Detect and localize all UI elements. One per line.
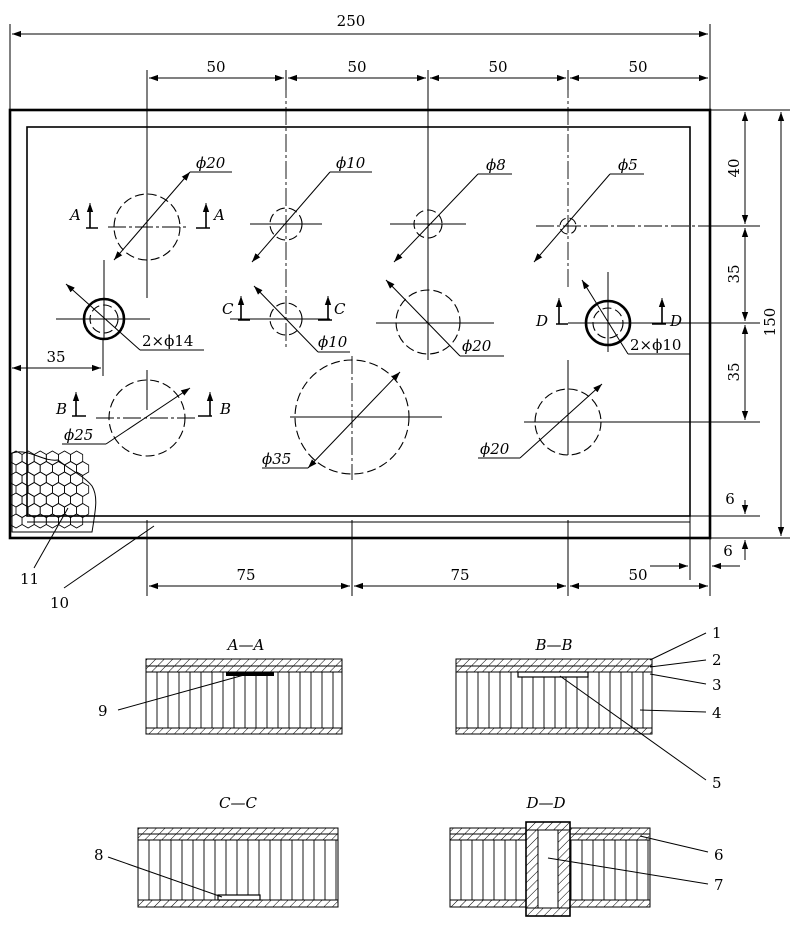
dim-left-offset: 35 [12,340,104,376]
dim-text-left-35: 35 [46,348,65,366]
plan-view: 250 50 50 50 50 [8,12,790,612]
dim-text-right-40: 40 [725,158,743,177]
mark-a-left: A [68,206,81,224]
callout-8: 8 [94,846,104,864]
callout-6: 6 [714,846,724,864]
label-phi20-bottom: ϕ20 [480,440,510,458]
label-phi8: ϕ8 [486,156,506,174]
section-aa-title: A—A [226,636,265,654]
mark-d-right: D [669,312,682,330]
section-bb: B—B 1 2 3 4 5 [455,624,722,792]
hole-phi10-top [269,207,303,241]
label-phi10-top: ϕ10 [336,154,366,172]
dim-right-rows: 40 35 35 150 [690,109,790,539]
callout-11: 11 [20,570,39,588]
dim-text-top-3: 50 [488,58,507,76]
label-phi20-top: ϕ20 [196,154,226,172]
dim-bottom-spacing: 75 75 50 [146,520,711,596]
section-marks: A A C C D D B B [55,203,682,418]
section-cc-title: C—C [219,794,257,812]
dim-text-right-35b: 35 [725,362,743,381]
dim-text-right-150: 150 [761,308,779,337]
dim-overall-width: 250 [9,12,711,110]
callout-7: 7 [714,876,724,894]
mark-c-right: C [334,300,346,318]
callout-10: 10 [50,594,69,612]
section-dd-title: D—D [525,794,565,812]
mark-a-right: A [212,206,225,224]
hole-phi5 [559,217,577,235]
centerlines [56,80,710,480]
hole-phi10-mid [269,302,303,336]
label-2xphi10: 2×ϕ10 [630,336,681,354]
callout-1: 1 [712,624,722,642]
hole-phi14-outer [82,297,126,341]
part-8-strip [217,894,261,901]
hole-phi25 [108,379,186,457]
callout-3: 3 [712,676,722,694]
dim-top-spacing: 50 50 50 50 [146,58,711,90]
dim-text-250: 250 [337,12,366,30]
hole-phi14-inner [89,304,119,334]
dim-text-bottom-2: 75 [450,566,469,584]
dim-text-bottom-1: 75 [236,566,255,584]
dim-text-top-1: 50 [206,58,225,76]
part-9-strip [226,672,274,676]
callout-4: 4 [712,704,722,722]
mark-d-left: D [535,312,548,330]
hole-phi20-mid [395,289,461,355]
label-phi25: ϕ25 [64,426,93,444]
mark-c-left: C [222,300,234,318]
honeycomb-cutaway [9,450,97,533]
callout-9: 9 [98,702,108,720]
label-phi5: ϕ5 [618,156,638,174]
label-phi35: ϕ35 [262,450,291,468]
label-phi10-mid: ϕ10 [318,333,348,351]
panel-outer-edge [8,108,712,540]
dim-text-bottom-3: 50 [628,566,647,584]
dim-text-top-2: 50 [347,58,366,76]
dim-text-right-6: 6 [723,542,733,560]
dim-text-top-4: 50 [628,58,647,76]
callout-2: 2 [712,651,722,669]
dim-text-edge-6: 6 [725,490,735,508]
plan-callouts: 11 10 [20,507,155,612]
callout-5: 5 [712,774,722,792]
part-5-strip [517,671,589,678]
panel-inner-edge [26,126,691,517]
section-cc: C—C 8 [94,794,339,908]
hole-phi8 [413,209,443,239]
diameter-leaders: ϕ20 ϕ10 ϕ8 ϕ5 2×ϕ14 ϕ10 ϕ20 2×ϕ10 [62,154,690,469]
hole-phi10-d-inner [592,307,624,339]
mark-b-left: B [55,400,67,418]
label-phi20-mid: ϕ20 [462,337,492,355]
hole-phi10-d-outer [584,299,632,347]
mark-b-right: B [219,400,231,418]
dim-edge-six: 6 6 [650,490,749,580]
hole-phi35 [294,359,410,475]
section-aa: A—A 9 [98,636,343,735]
hole-phi20-bottom [534,388,602,456]
section-dd: D—D 6 7 [449,794,724,917]
dim-text-right-35a: 35 [725,264,743,283]
label-2xphi14: 2×ϕ14 [142,332,193,350]
section-bb-title: B—B [534,636,572,654]
